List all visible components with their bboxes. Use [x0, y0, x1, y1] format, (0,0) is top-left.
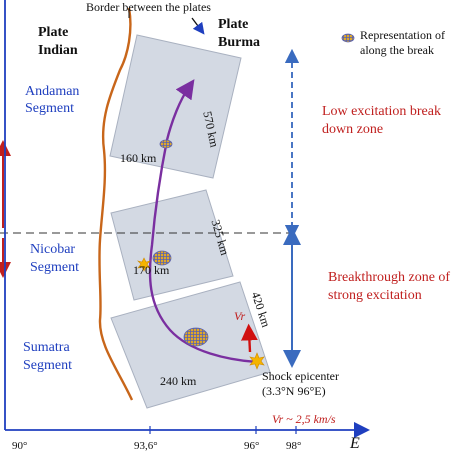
x-tick-label-96: 96°: [244, 440, 260, 452]
nicobar-panel: [110, 189, 234, 301]
segment-nicobar-line2: Segment: [30, 260, 79, 275]
break-zone-label-line1: Breakthrough zone of: [328, 270, 451, 285]
x-tick-label-98: 98°: [286, 440, 302, 452]
epicenter-star-icon: [249, 352, 265, 370]
legend-text-line2: along the break: [360, 43, 434, 57]
x-tick-label-90: 90°: [12, 440, 28, 452]
plate-indian-label-line2: Indian: [38, 43, 78, 58]
shock-epicenter-label-line1: Shock epicenter: [262, 369, 339, 383]
plate-border-line: [98, 7, 134, 401]
andaman-panel: [109, 34, 242, 179]
shock-epicenter-label-line2: (3.3°N 96°E): [262, 384, 326, 398]
segment-sumatra-line1: Sumatra: [23, 340, 70, 355]
x-tick-label-93-6: 93,6°: [134, 440, 158, 452]
asperity-disc-icon: [183, 327, 209, 347]
distance-160-label: 160 km: [120, 151, 157, 165]
plate-burma-label-line1: Plate: [218, 17, 249, 32]
asperity-disc-icon: [159, 139, 173, 149]
distance-240-label: 240 km: [160, 374, 197, 388]
segment-sumatra-line2: Segment: [23, 358, 72, 373]
asperity-disc-icon: [341, 33, 355, 43]
low-zone-label-line2: down zone: [322, 122, 384, 137]
border-between-plates-label: Border between the plates: [86, 0, 211, 14]
segment-nicobar-line1: Nicobar: [30, 242, 76, 257]
plate-burma-label-line2: Burma: [218, 35, 260, 50]
break-zone-label-line2: strong excitation: [328, 288, 422, 303]
vr-arrow-label: Vr: [234, 309, 246, 323]
plate-burma-pointer: [191, 17, 205, 35]
segment-andaman-line1: Andaman: [25, 84, 80, 99]
distance-170-label: 170 km: [133, 263, 170, 277]
small-shock-star-icon: [137, 257, 151, 272]
plate-indian-label-line1: Plate: [38, 25, 69, 40]
vr-arrow: [241, 323, 258, 353]
vr-speed-label: Vr ~ 2,5 km/s: [272, 412, 336, 426]
segment-andaman-line2: Segment: [25, 101, 74, 116]
low-zone-label-line1: Low excitation break: [322, 104, 441, 119]
asperity-disc-icon: [152, 250, 172, 266]
legend-text-line1: Representation of: [360, 28, 445, 42]
rupture-path: [148, 79, 258, 364]
x-axis-label: E: [350, 435, 360, 452]
